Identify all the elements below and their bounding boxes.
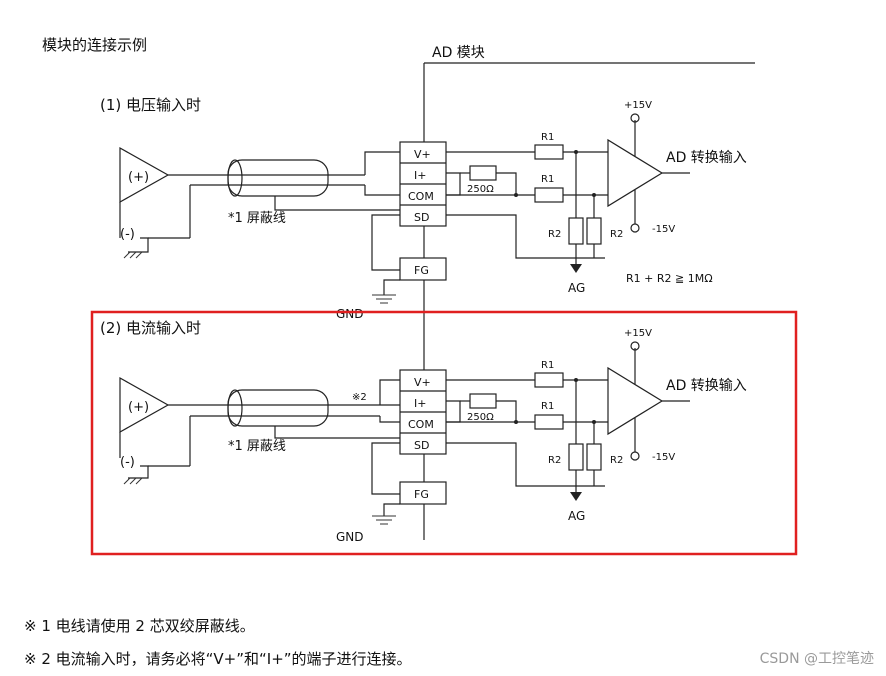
terminal-block-2: V+ I+ COM SD — [399, 369, 447, 455]
r2-left-2 — [568, 443, 584, 471]
res-250-2 — [469, 393, 497, 409]
fg-label: FG — [414, 264, 429, 277]
r1-label-bottom-2: R1 — [541, 401, 554, 412]
page-title: 模块的连接示例 — [42, 36, 147, 54]
watermark: CSDN @工控笔迹 — [759, 651, 874, 667]
terminal-com: COM — [408, 190, 434, 203]
terminal-v-plus-2: V+ — [414, 376, 431, 389]
note-2: ※ 2 电流输入时，请务必将“V+”和“I+”的端子进行连接。 — [24, 650, 412, 668]
shield-label: *1 屏蔽线 — [228, 211, 286, 226]
current-input-section: (2) 电流输入时 (+) (-) *1 屏蔽线 ※2 V+ I+ COM SD — [100, 319, 747, 544]
r1-bottom — [534, 187, 564, 203]
fg-box-2 — [399, 481, 447, 505]
fg-label-2: FG — [414, 488, 429, 501]
terminal-i-plus-2: I+ — [414, 397, 426, 410]
r2-label-left-2: R2 — [548, 455, 561, 466]
terminal-com-2: COM — [408, 418, 434, 431]
res-250-label: 250Ω — [467, 184, 494, 195]
ag-ground-icon — [570, 264, 582, 273]
terminal-sd-2: SD — [414, 439, 429, 452]
fg-box — [399, 257, 447, 281]
terminal-sd: SD — [414, 211, 429, 224]
shield-label-2: *1 屏蔽线 — [228, 439, 286, 454]
r1-label-top-2: R1 — [541, 360, 554, 371]
r1-top-2 — [534, 372, 564, 388]
r1-bottom-2 — [534, 414, 564, 430]
note2-mark: ※2 — [352, 392, 367, 403]
ag-label-2: AG — [568, 509, 585, 523]
v-plus15-label-2: +15V — [624, 328, 652, 339]
highlight-box — [90, 310, 798, 556]
section1-heading: (1) 电压输入时 — [100, 96, 201, 114]
minus-label-2: (-) — [120, 455, 135, 470]
r1-label-bottom: R1 — [541, 174, 554, 185]
res-250 — [469, 165, 497, 181]
v-minus15-label-2: -15V — [652, 452, 675, 463]
note-1: ※ 1 电线请使用 2 芯双绞屏蔽线。 — [24, 617, 255, 635]
plus-label-2: (+) — [128, 400, 149, 415]
r2-label-right: R2 — [610, 229, 623, 240]
plus-label: (+) — [128, 170, 149, 185]
voltage-input-section: (1) 电压输入时 (+) (-) *1 屏蔽线 V+ I+ COM S — [100, 96, 747, 321]
op-amp — [607, 138, 664, 208]
source-triangle-2 — [119, 376, 170, 434]
gnd-label: GND — [336, 307, 364, 321]
op-amp-2 — [607, 366, 664, 436]
ag-label: AG — [568, 281, 585, 295]
ad-convert-label-2: AD 转换输入 — [666, 377, 747, 394]
condition-label: R1 + R2 ≧ 1MΩ — [626, 272, 713, 285]
gnd-label-2: GND — [336, 530, 364, 544]
ag-ground-icon-2 — [570, 492, 582, 501]
shield-cable — [227, 159, 329, 197]
shield-cable-2 — [227, 389, 329, 427]
r2-right — [586, 217, 602, 245]
ad-module-label: AD 模块 — [432, 45, 485, 61]
r1-top — [534, 144, 564, 160]
v-minus15-label: -15V — [652, 224, 675, 235]
r2-left — [568, 217, 584, 245]
source-triangle — [119, 146, 170, 204]
res-250-label-2: 250Ω — [467, 412, 494, 423]
r2-right-2 — [586, 443, 602, 471]
r2-label-right-2: R2 — [610, 455, 623, 466]
section2-heading: (2) 电流输入时 — [100, 319, 201, 337]
terminal-v-plus: V+ — [414, 148, 431, 161]
terminal-i-plus: I+ — [414, 169, 426, 182]
v-plus15-label: +15V — [624, 100, 652, 111]
terminal-block: V+ I+ COM SD — [399, 141, 447, 227]
minus-label: (-) — [120, 227, 135, 242]
r1-label-top: R1 — [541, 132, 554, 143]
r2-label-left: R2 — [548, 229, 561, 240]
ad-convert-label: AD 转换输入 — [666, 149, 747, 166]
